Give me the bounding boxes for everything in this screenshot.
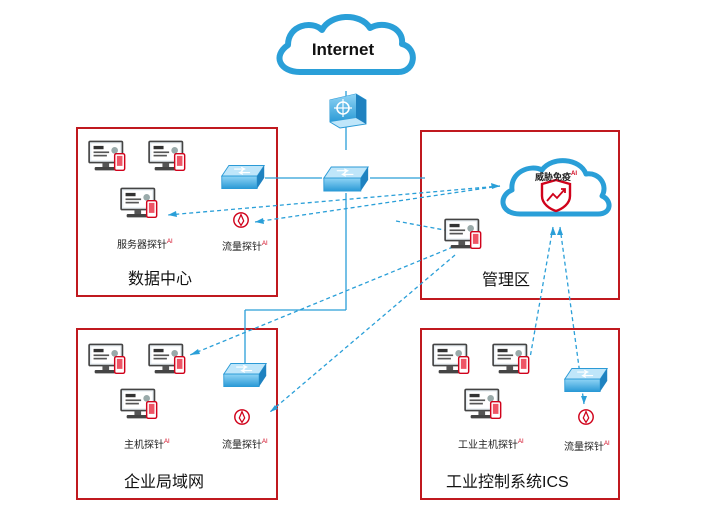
- flow-probe-label: 流量探针AI: [222, 241, 268, 253]
- server-computer-icon: [88, 140, 126, 172]
- flow-probe-icon: [578, 409, 594, 425]
- threat-immunity-cloud-icon: [500, 158, 612, 217]
- firewall-icon: [329, 93, 367, 129]
- internet-label: Internet: [312, 40, 375, 59]
- management-label: 管理区: [482, 272, 531, 289]
- threat-immunity-label: 威胁免疫AI: [535, 171, 578, 182]
- internet-cloud-icon: [276, 13, 416, 75]
- core-switch-icon: [323, 166, 369, 192]
- solid-links: [244, 91, 425, 368]
- flow-probe-icon: [234, 409, 250, 425]
- management-computer-icon: [444, 218, 482, 250]
- industrial-host-icon: [432, 343, 470, 375]
- data-center-label: 数据中心: [128, 271, 193, 288]
- industrial-host-icon: [464, 388, 502, 420]
- industrial-host-icon: [492, 343, 530, 375]
- server-computer-icon: [148, 140, 186, 172]
- arrowheads: [168, 183, 587, 412]
- host-computer-icon: [120, 388, 158, 420]
- switch-icon: [223, 362, 267, 388]
- enterprise-lan-label: 企业局域网: [124, 474, 205, 491]
- host-computer-icon: [148, 343, 186, 375]
- ics-label: 工业控制系统ICS: [446, 474, 569, 491]
- industrial-host-probe-label: 工业主机探针AI: [458, 439, 524, 451]
- host-computer-icon: [88, 343, 126, 375]
- switch-icon: [564, 367, 608, 393]
- server-probe-label: 服务器探针AI: [117, 239, 173, 251]
- server-computer-icon: [120, 187, 158, 219]
- flow-probe-label: 流量探针AI: [222, 439, 268, 451]
- flow-probe-label: 流量探针AI: [564, 441, 610, 453]
- host-probe-label: 主机探针AI: [124, 439, 170, 451]
- flow-probe-icon: [233, 212, 249, 228]
- switch-icon: [221, 164, 265, 190]
- shield-icon: [540, 178, 572, 213]
